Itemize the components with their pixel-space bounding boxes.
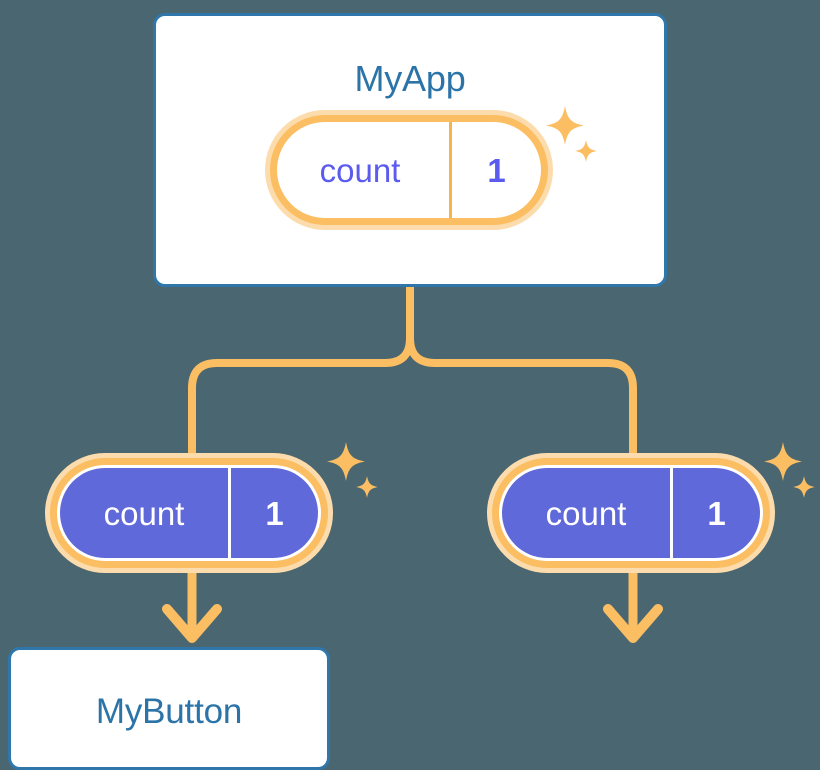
- component-card-mybutton-left[interactable]: MyButton: [8, 647, 330, 770]
- wire-to-right-child: [406, 283, 637, 459]
- arrow-head-right: [603, 604, 663, 643]
- wire-to-left-child: [188, 283, 414, 459]
- state-pill-body: count 1: [502, 468, 760, 558]
- state-value-label: 1: [670, 468, 760, 558]
- state-value-label: 1: [228, 468, 318, 558]
- state-pill-inner: count 1: [50, 458, 328, 568]
- state-pill-myapp[interactable]: count 1: [265, 110, 553, 230]
- state-key-label: count: [319, 151, 401, 189]
- state-key-label: count: [545, 494, 627, 532]
- component-title-myapp: MyApp: [354, 58, 466, 99]
- component-title-mybutton-left: MyButton: [95, 692, 243, 731]
- state-value-label: 1: [449, 122, 541, 218]
- state-pill-body: count 1: [60, 468, 318, 558]
- state-pill-left-child[interactable]: count 1: [45, 453, 333, 573]
- state-pill-inner: count 1: [492, 458, 770, 568]
- arrow-head-left: [162, 604, 222, 643]
- state-pill-inner: count 1: [270, 115, 548, 225]
- state-key-label: count: [103, 494, 185, 532]
- state-pill-right-child[interactable]: count 1: [487, 453, 775, 573]
